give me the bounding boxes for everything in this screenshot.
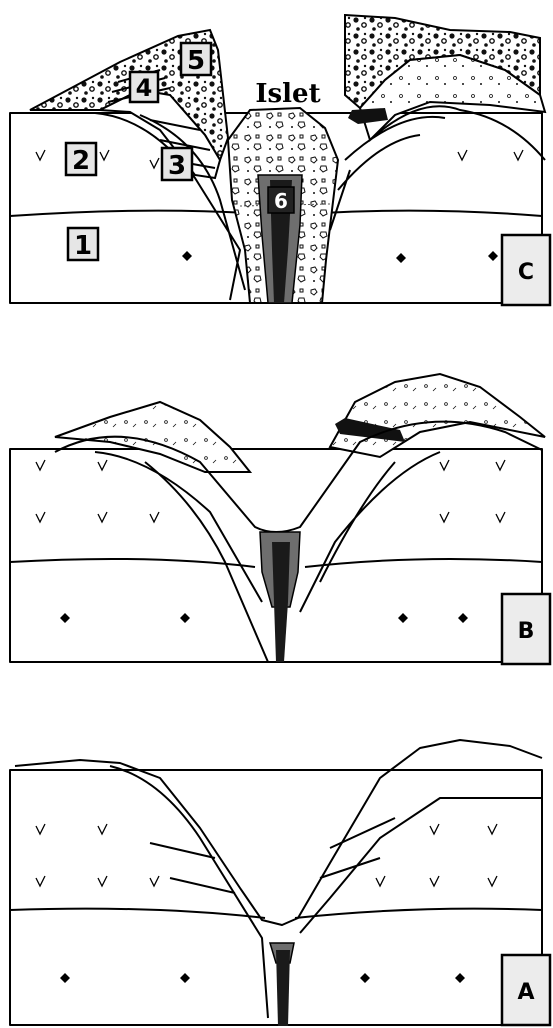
- panel-a-surface: [15, 740, 542, 925]
- unit-label-3: 3: [162, 148, 192, 181]
- svg-text:C: C: [518, 260, 534, 285]
- svg-text:5: 5: [187, 46, 205, 76]
- unit-1-marks: [182, 251, 498, 263]
- islet-label: Islet: [255, 79, 320, 109]
- panel-a-frame: [10, 770, 542, 1025]
- svg-text:6: 6: [274, 189, 288, 213]
- svg-text:1: 1: [74, 231, 92, 261]
- panel-b-diamond-marks: [60, 613, 468, 623]
- unit-label-6: 6: [268, 187, 294, 213]
- unit-label-5: 5: [181, 43, 211, 76]
- unit-label-4: 4: [130, 72, 158, 102]
- panel-a-corner-label: A: [502, 955, 550, 1025]
- svg-text:A: A: [517, 980, 534, 1005]
- panel-a: A: [0, 718, 553, 1028]
- panel-b-diagram: B: [0, 362, 553, 667]
- panel-b-upper-contact: [55, 422, 542, 532]
- panel-a-diamond-marks: [60, 973, 465, 983]
- panel-a-conduit-core: [276, 950, 290, 1026]
- panel-a-v-marks: [36, 824, 497, 886]
- panel-b-left-cone: [55, 402, 250, 472]
- svg-text:3: 3: [168, 151, 186, 181]
- panel-b-v-marks: [36, 460, 505, 522]
- panel-c-corner-label: C: [502, 235, 550, 305]
- unit-label-2: 2: [66, 143, 96, 176]
- panel-b-conduit-core: [272, 542, 290, 662]
- svg-text:2: 2: [72, 146, 90, 176]
- panel-c: 1 2 3 4 5 6 Islet C: [0, 0, 553, 312]
- unit-label-1: 1: [68, 228, 98, 261]
- panel-c-diagram: 1 2 3 4 5 6 Islet C: [0, 0, 553, 312]
- panel-a-layer-contacts: [110, 766, 542, 1018]
- panel-a-diagram: A: [0, 718, 553, 1028]
- panel-b-right-cone: [330, 374, 545, 457]
- panel-b: B: [0, 362, 553, 667]
- panel-b-corner-label: B: [502, 594, 550, 664]
- svg-text:4: 4: [136, 74, 153, 102]
- panel-a-boundary: [10, 909, 542, 918]
- svg-text:B: B: [518, 619, 535, 644]
